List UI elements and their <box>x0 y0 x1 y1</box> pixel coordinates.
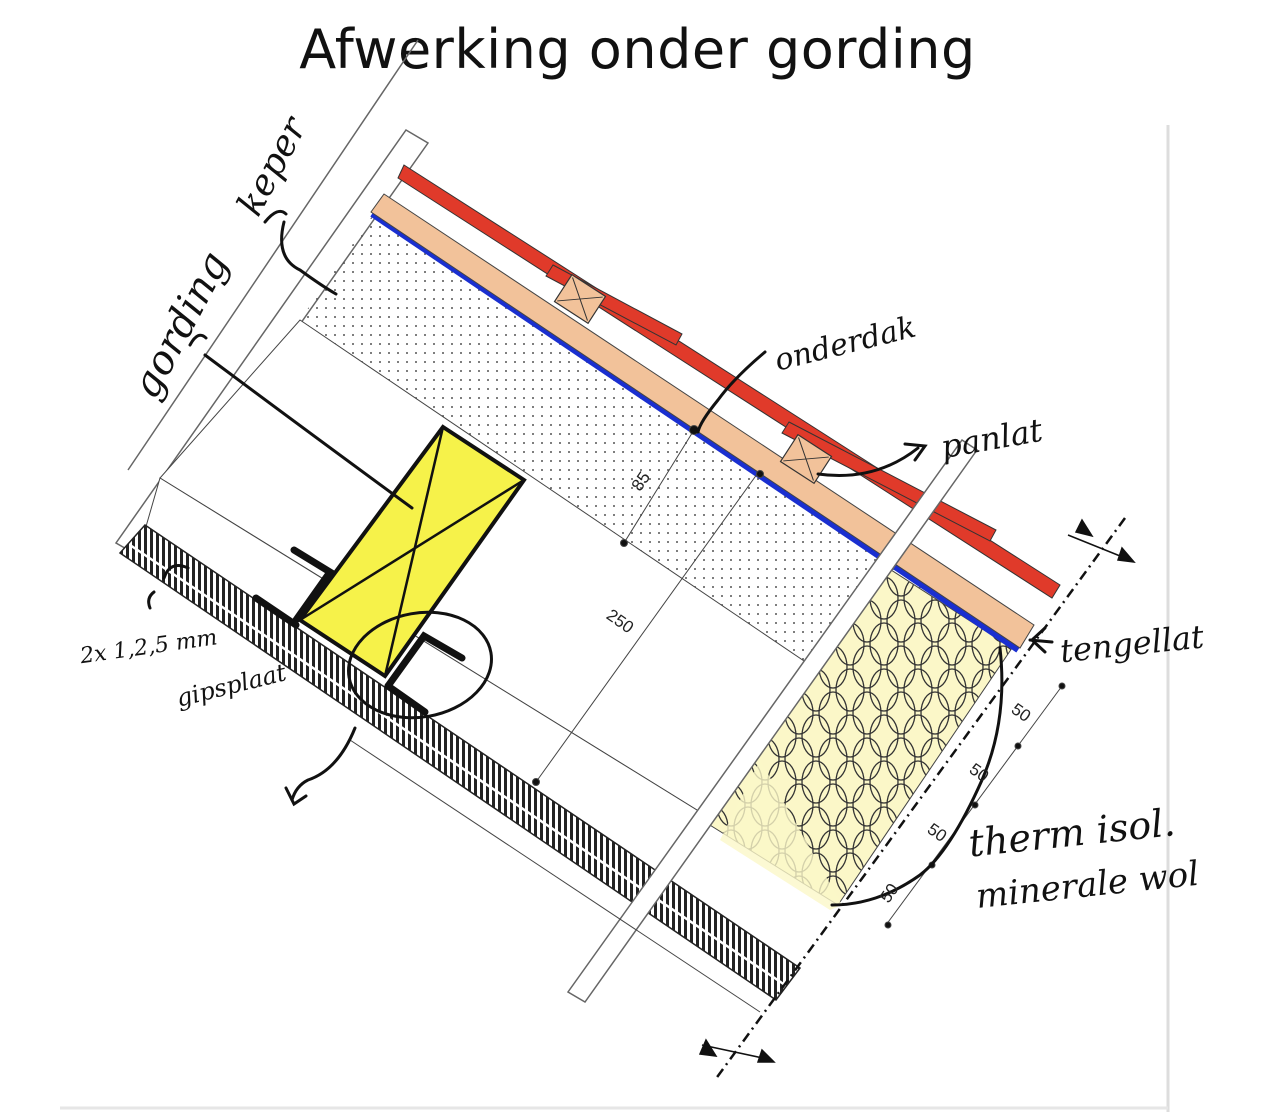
label-keper: keper <box>230 109 316 222</box>
boundary-marker-bottom <box>698 1038 776 1063</box>
label-isolatie-line1: therm isol. <box>967 800 1178 865</box>
dim-50-3: 50 <box>924 819 950 845</box>
dim-50-4: 50 <box>876 880 902 906</box>
label-tengellat: tengellat <box>1058 617 1206 670</box>
label-gording: gording <box>123 244 238 406</box>
second-rafter <box>566 438 979 1003</box>
section-boundary-line <box>713 517 1127 1081</box>
wool-fringe <box>720 760 842 910</box>
tile-batten-1 <box>553 273 607 325</box>
boundary-marker-top <box>1067 518 1136 563</box>
dim-50-1: 50 <box>1008 699 1034 725</box>
dimension-lines <box>349 425 1066 1013</box>
purlin-brackets <box>252 546 466 716</box>
annotation-strokes <box>147 209 1054 907</box>
label-panlat: panlat <box>938 411 1046 466</box>
purlin <box>297 424 527 679</box>
label-gipsplaat-line2: gipsplaat <box>174 658 290 712</box>
label-onderdak: onderdak <box>771 310 919 379</box>
board-joint <box>129 543 786 987</box>
tile-batten-2 <box>779 433 833 485</box>
label-gipsplaat-line1: 2x 1,2,5 mm <box>78 625 219 669</box>
